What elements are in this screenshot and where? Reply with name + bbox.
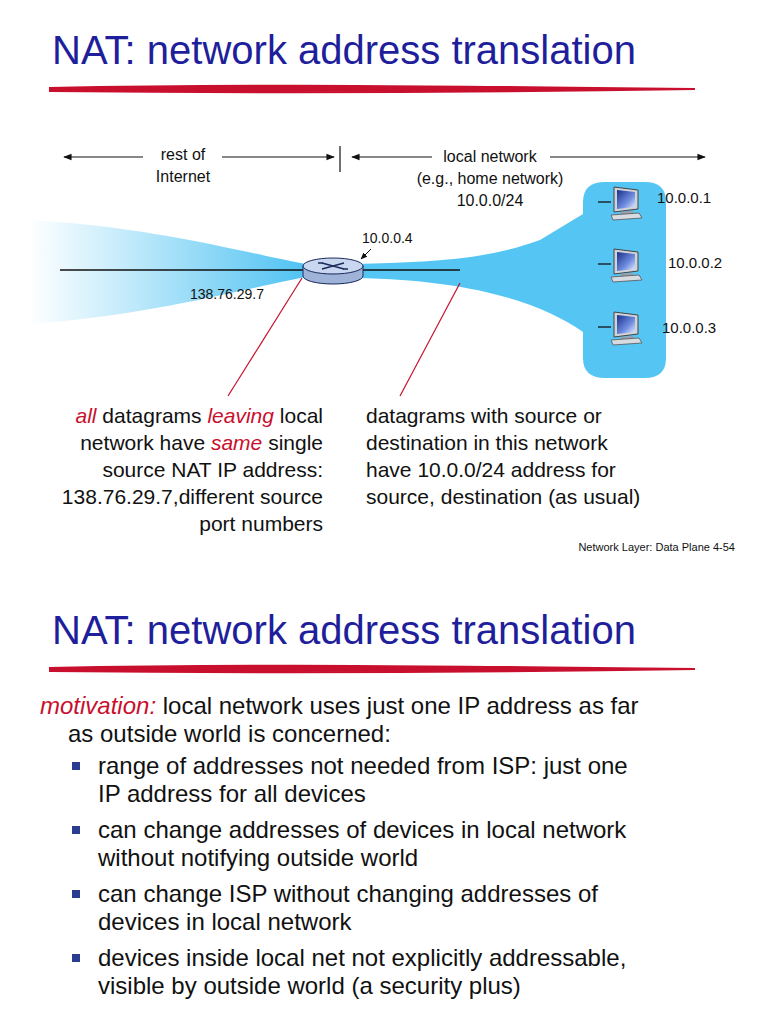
bullet-square (72, 762, 80, 770)
bullet-item: range of addresses not needed from ISP: … (98, 752, 628, 808)
bullet-item: devices inside local net not explicitly … (98, 944, 626, 1000)
computer-icon (598, 249, 642, 282)
slide-title: NAT: network address translation (52, 26, 636, 74)
title-underline (50, 86, 695, 92)
extent-arrow (352, 156, 432, 157)
divider-line (339, 146, 340, 172)
bullet-square (72, 826, 80, 834)
address-label: 10.0.0.3 (662, 319, 716, 337)
bullet-item: can change addresses of devices in local… (98, 816, 626, 872)
slide-footer: Network Layer: Data Plane 4-54 (578, 541, 735, 554)
region-label: local network (e.g., home network) 10.0.… (380, 146, 600, 212)
bullet-item: can change ISP without changing addresse… (98, 880, 598, 936)
callout-note: all datagrams leaving local network have… (62, 402, 323, 537)
computer-icon (598, 312, 642, 345)
pointer-arrow (361, 249, 371, 259)
address-label: 138.76.29.7 (190, 286, 264, 303)
extent-arrow (222, 156, 334, 157)
extent-arrow (550, 156, 705, 157)
address-label: 10.0.0.4 (362, 230, 413, 247)
leader-line (400, 283, 460, 396)
hosts (598, 187, 642, 345)
local-network-region (356, 182, 666, 378)
internet-funnel (28, 220, 306, 324)
extent-arrow (64, 156, 143, 157)
link-line (363, 269, 460, 271)
region-label: rest of Internet (133, 144, 233, 188)
motivation-text: motivation: local network uses just one … (40, 692, 639, 748)
bullet-square (72, 890, 80, 898)
address-label: 10.0.0.1 (657, 189, 711, 207)
bullet-square (72, 954, 80, 962)
computer-icon (598, 187, 642, 220)
title-underline (50, 666, 695, 672)
address-label: 10.0.0.2 (668, 254, 722, 272)
slide-title: NAT: network address translation (52, 606, 636, 654)
router-symbol (303, 258, 363, 284)
callout-note: datagrams with source or destination in … (366, 402, 640, 510)
link-line (60, 269, 303, 271)
